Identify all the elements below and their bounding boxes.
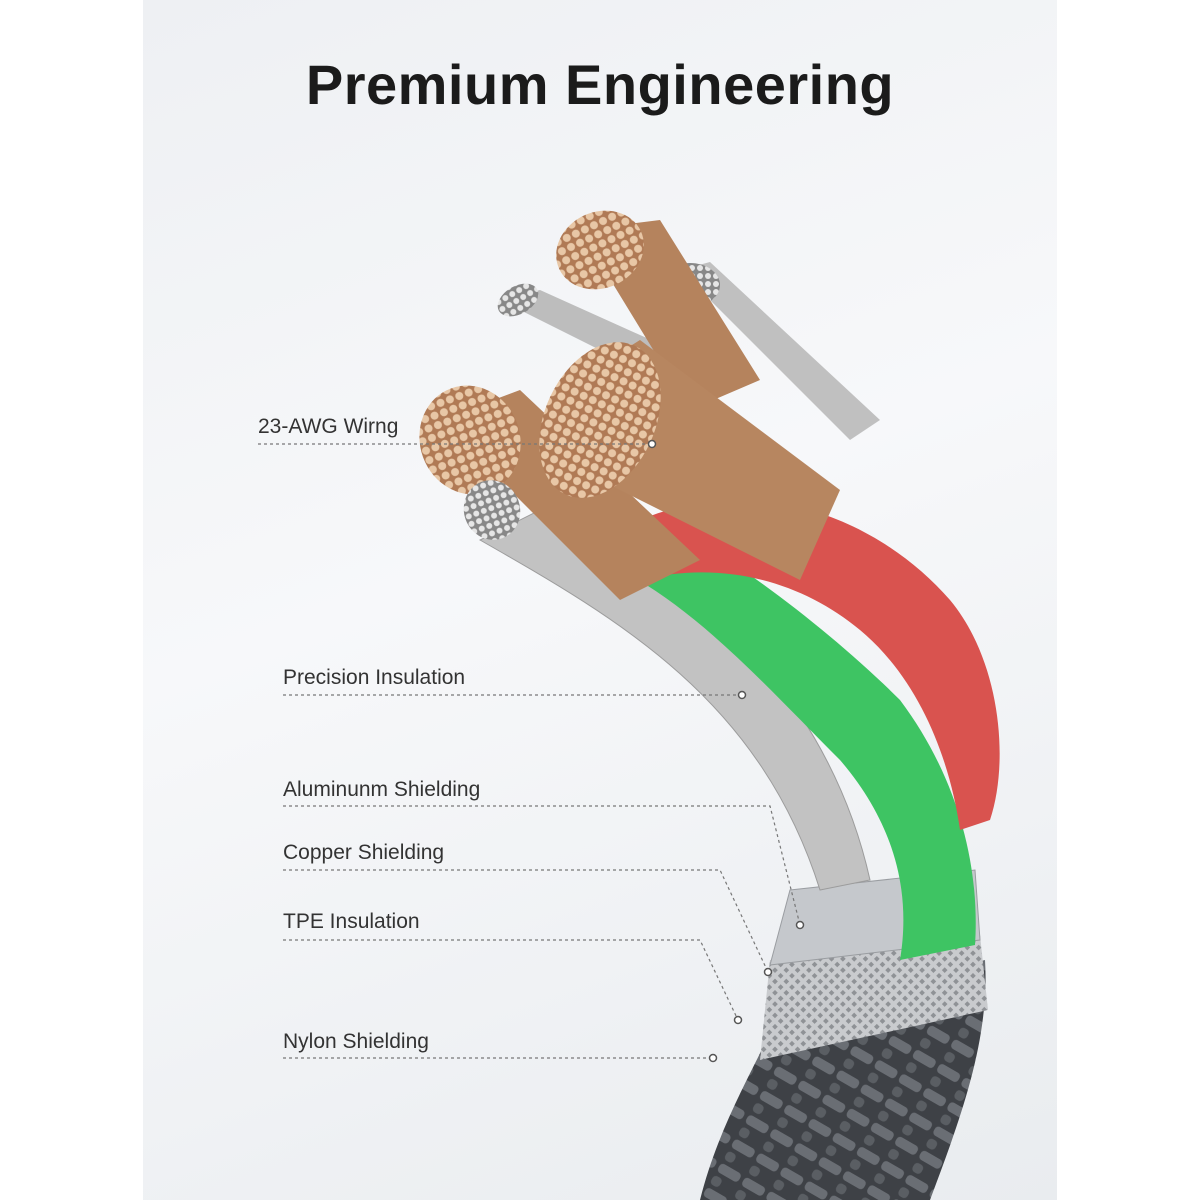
callout-precision-insulation: Precision Insulation: [283, 666, 466, 689]
copper-wire-core: [539, 342, 661, 498]
callout-nylon-shielding: Nylon Shielding: [283, 1030, 429, 1053]
callout-copper-shielding: Copper Shielding: [283, 841, 445, 864]
callout-aluminum-shielding: Aluminunm Shielding: [283, 778, 481, 801]
callout-23awg-wiring: 23-AWG Wirng: [258, 415, 399, 438]
copper-shielding-ferrule: [760, 935, 988, 1060]
callout-tpe-insulation: TPE Insulation: [283, 910, 420, 933]
page-title: Premium Engineering: [305, 53, 895, 116]
red-insulation: [640, 499, 1000, 830]
